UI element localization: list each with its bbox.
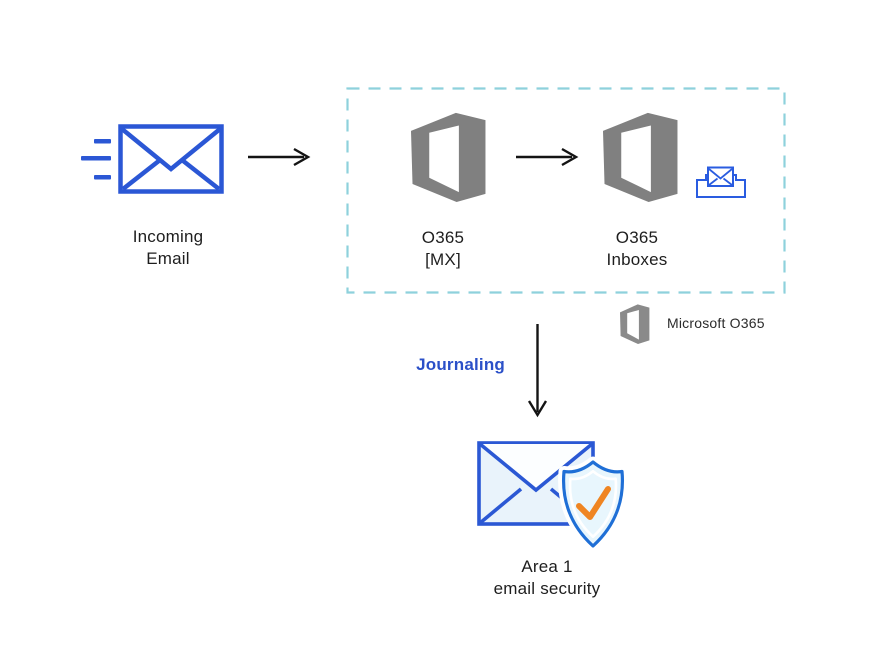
arrow-incoming-to-mx [246, 146, 312, 168]
incoming-envelope-icon [118, 124, 224, 194]
office365-inboxes-icon [603, 112, 679, 202]
incoming-email-label: Incoming Email [98, 226, 238, 270]
o365-boundary-box [346, 87, 786, 294]
incoming-email-label-line1: Incoming [132, 227, 204, 246]
o365-mx-label-line2: [MX] [425, 250, 461, 269]
o365-mx-label-line1: O365 [421, 228, 465, 247]
o365-inboxes-label-line1: O365 [615, 228, 659, 247]
arrow-mx-to-inboxes [514, 146, 580, 168]
office365-mx-icon [411, 112, 487, 202]
o365-inboxes-label: O365 Inboxes [577, 227, 697, 271]
area1-label-line2: email security [493, 579, 601, 598]
journaling-label: Journaling [416, 355, 505, 374]
legend-office365-icon [620, 304, 650, 344]
legend-microsoft-o365-label: Microsoft O365 [667, 315, 765, 331]
o365-inboxes-label-line2: Inboxes [606, 250, 668, 269]
arrow-journaling-down [526, 322, 550, 420]
envelope-shield-check-icon [474, 438, 632, 556]
speed-lines-icon [78, 138, 112, 184]
area1-label-line1: Area 1 [521, 557, 573, 576]
inbox-envelope-icon [695, 165, 747, 199]
o365-mx-label: O365 [MX] [383, 227, 503, 271]
area1-label: Area 1 email security [457, 556, 637, 600]
incoming-email-label-line2: Email [146, 249, 190, 268]
